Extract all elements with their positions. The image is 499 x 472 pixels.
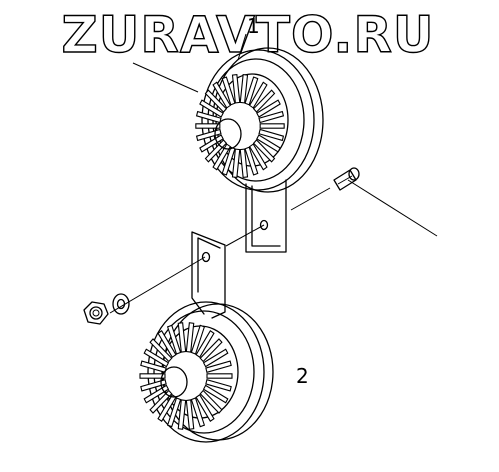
axis-lines: [109, 62, 438, 314]
callout-2: 2: [296, 364, 309, 388]
grille-slot: [195, 330, 215, 358]
grille-slot: [221, 76, 236, 106]
grille-slot: [212, 81, 232, 109]
bracket-bottom: [191, 231, 226, 319]
washer: [112, 293, 130, 315]
grille-slot: [139, 373, 166, 379]
grille-slot: [190, 324, 206, 355]
bracket-top: [245, 179, 287, 253]
grille-slot: [204, 139, 228, 163]
grille-slot: [177, 322, 187, 353]
grille-slot: [140, 379, 167, 392]
grille-slot: [166, 324, 182, 355]
callout-1: 1: [247, 14, 260, 38]
grille-slot: [149, 338, 173, 363]
grille-slot: [195, 394, 215, 422]
grille-slot: [202, 348, 229, 368]
horn-bottom-center-cap: [160, 366, 188, 398]
grille-slot: [185, 399, 195, 430]
grille-slot: [157, 330, 177, 358]
grille-slot: [143, 348, 170, 368]
grille-slot: [199, 134, 224, 153]
grille-slot: [259, 123, 285, 129]
grille-slot: [199, 389, 223, 414]
grille-slot: [248, 81, 268, 109]
grille-slot: [190, 397, 206, 428]
callout-1-leader: [237, 33, 247, 61]
horn-bottom-grille: [139, 322, 233, 430]
grille-slot: [244, 76, 259, 106]
grille-slot: [252, 139, 276, 163]
grille-slot: [195, 123, 221, 129]
grille-slot: [212, 143, 232, 171]
grille-slot: [231, 148, 241, 179]
horn-bottom: [139, 301, 274, 443]
grille-slot: [205, 360, 232, 373]
grille-slot: [258, 128, 285, 142]
grille-slot: [239, 73, 249, 104]
grille-slot: [248, 143, 268, 171]
grille-slot: [177, 399, 187, 430]
grille-slot: [206, 373, 233, 379]
grille-slot: [252, 89, 276, 113]
grille-slot: [166, 397, 182, 428]
grille-slot: [202, 384, 229, 404]
grille-slot: [256, 99, 281, 118]
nut: [83, 301, 109, 325]
grille-slot: [231, 73, 241, 104]
horn-top: [195, 47, 324, 193]
horn-top-grille: [195, 73, 285, 179]
grille-slot: [205, 379, 232, 392]
grille-slot: [199, 338, 223, 363]
grille-slot: [199, 99, 224, 118]
watermark-text: ZURAVTO.RU: [62, 6, 435, 64]
grille-slot: [239, 148, 249, 179]
grille-slot: [244, 146, 259, 176]
horn-top-center-cap: [214, 118, 242, 150]
grille-slot: [204, 89, 228, 113]
grille-slot: [149, 389, 173, 414]
grille-slot: [256, 134, 281, 153]
grille-slot: [185, 322, 195, 353]
grille-slot: [195, 110, 222, 124]
grille-slot: [258, 110, 285, 124]
bolt: [333, 167, 360, 191]
